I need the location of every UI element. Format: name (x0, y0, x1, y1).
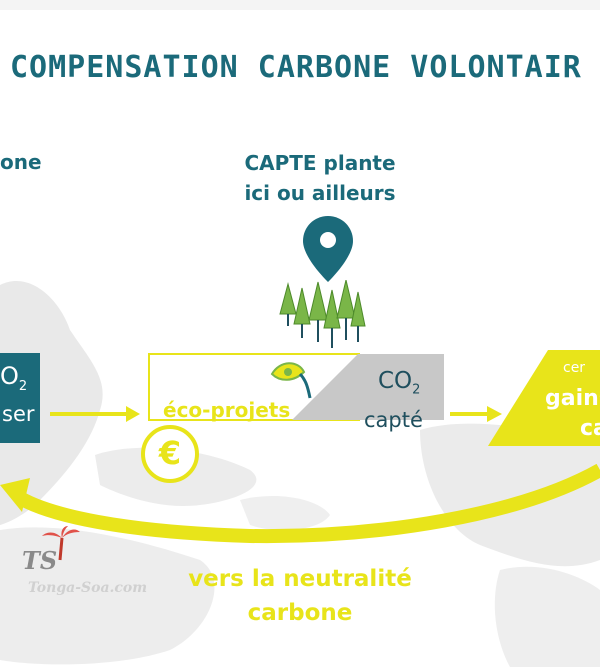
left-heading: one (0, 150, 42, 174)
capture-heading-line1: CAPTE plante (244, 151, 396, 175)
euro-symbol: € (158, 434, 182, 472)
neutrality-line2: carbone (247, 600, 353, 626)
eco-projects-box (148, 353, 444, 421)
right-box (488, 350, 600, 446)
captured-co2-text: CO (378, 368, 413, 394)
neutrality-line1: vers la neutralité (188, 566, 412, 592)
captured-co2-label: CO2 (378, 368, 420, 398)
trees-icon (279, 280, 366, 348)
neutrality-caption: vers la neutralité carbone (150, 562, 450, 630)
right-box-line1: cer (563, 360, 586, 376)
captured-co2-subscript: 2 (412, 382, 421, 398)
capture-heading: CAPTE plante ici ou ailleurs (220, 148, 420, 208)
capture-heading-line2: ici ou ailleurs (244, 181, 396, 205)
left-co2-text: O (0, 362, 19, 390)
captured-label: capté (364, 408, 423, 432)
right-box-line3: ca (580, 416, 600, 441)
watermark-site: Tonga-Soa.com (28, 580, 148, 596)
watermark-logo: TS (22, 546, 58, 575)
location-pin-icon (303, 216, 353, 282)
euro-coin-icon (141, 425, 199, 483)
leaf-icon (270, 362, 312, 399)
right-box-line2: gains (545, 386, 600, 411)
left-box-line2: ser (2, 402, 35, 426)
eco-projects-label: éco-projets (163, 398, 291, 422)
left-co2-subscript: 2 (18, 378, 28, 394)
left-co2-box (0, 353, 40, 443)
left-co2-label: O2 (0, 362, 27, 394)
palm-tree-icon (42, 526, 80, 561)
diagram-title: COMPENSATION CARBONE VOLONTAIR (10, 50, 582, 85)
